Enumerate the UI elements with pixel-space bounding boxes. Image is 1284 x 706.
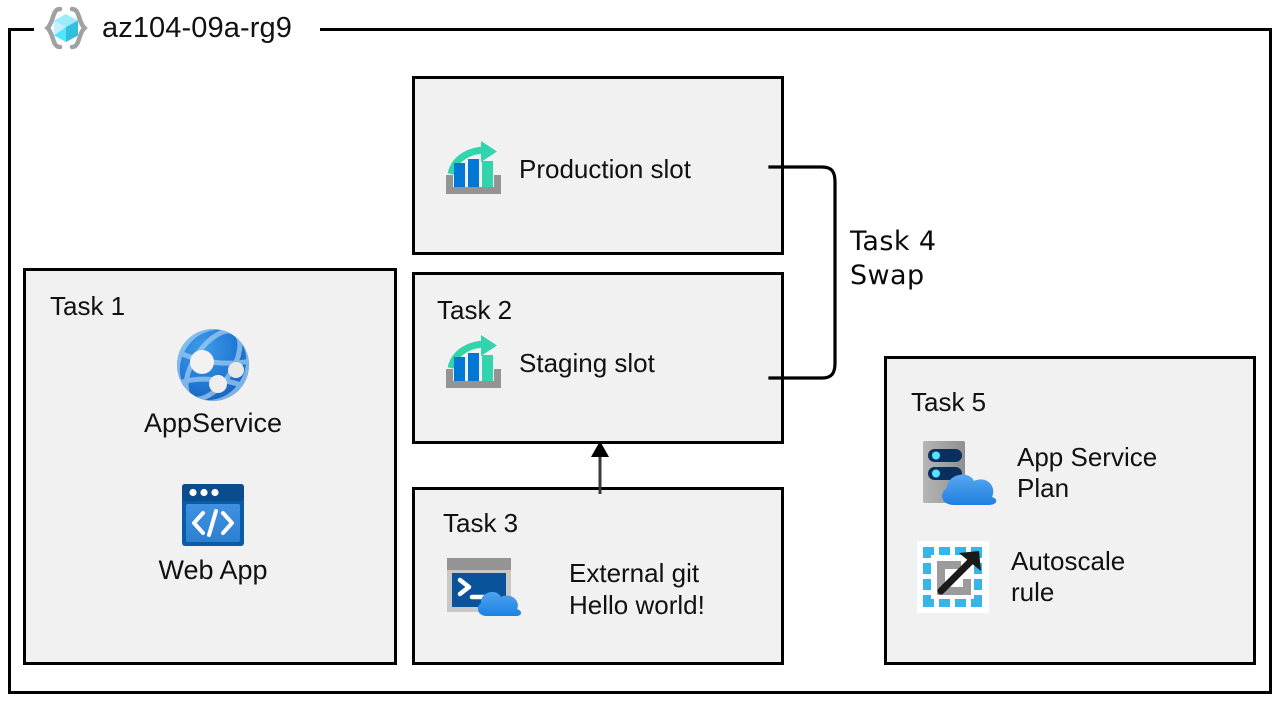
external-git-item: External git Hello world! — [445, 556, 705, 622]
task1-title: Task 1 — [50, 291, 126, 321]
task2-title: Task 2 — [437, 295, 513, 325]
resource-group-cube-icon — [40, 5, 92, 51]
task1-box[interactable]: Task 1 — [23, 268, 397, 665]
production-slot-label: Production slot — [519, 153, 691, 184]
resource-group-header: az104-09a-rg9 — [40, 2, 292, 54]
deployment-slot-icon — [445, 141, 505, 197]
swap-label: Task 4 Swap — [850, 226, 937, 291]
app-service-label: AppService — [143, 408, 283, 438]
staging-slot-item: Staging slot — [445, 335, 655, 391]
task3-title: Task 3 — [443, 508, 519, 538]
production-slot-box[interactable]: Production slot — [412, 76, 784, 255]
autoscale-rule-label: Autoscale rule — [1011, 546, 1126, 607]
app-service-plan-icon — [917, 437, 997, 509]
cloud-shell-icon — [445, 556, 533, 622]
task5-box[interactable]: Task 5 — [884, 356, 1256, 665]
app-service-item: AppService — [129, 326, 297, 437]
task5-title: Task 5 — [911, 387, 987, 417]
web-app-browser-icon — [174, 481, 252, 551]
deployment-slot-icon — [445, 335, 505, 391]
staging-slot-label: Staging slot — [519, 347, 655, 378]
web-app-label: Web App — [158, 555, 268, 585]
task3-box[interactable]: Task 3 — [412, 487, 784, 665]
app-service-globe-icon — [174, 326, 252, 404]
autoscale-rule-icon — [917, 541, 989, 613]
app-service-plan-label: App Service Plan — [1017, 442, 1158, 503]
resource-group-frame — [8, 28, 1272, 694]
external-git-label: External git Hello world! — [569, 557, 705, 621]
production-slot-item: Production slot — [445, 141, 691, 197]
web-app-item: Web App — [129, 481, 297, 584]
task2-box[interactable]: Task 2 Staging slot — [412, 272, 784, 444]
app-service-plan-item: App Service Plan — [917, 437, 1157, 509]
autoscale-rule-item: Autoscale rule — [917, 541, 1125, 613]
resource-group-name: az104-09a-rg9 — [102, 11, 292, 44]
